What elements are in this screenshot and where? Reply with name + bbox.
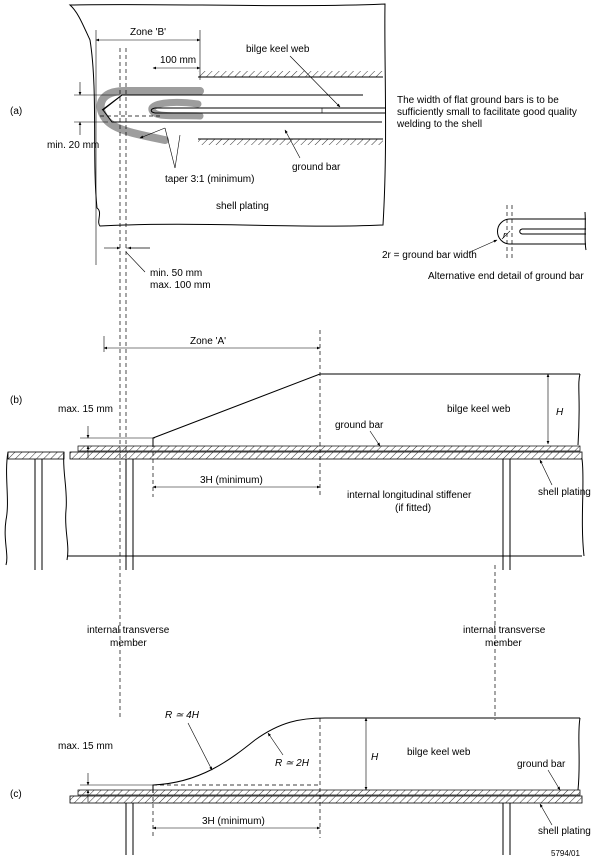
bilge-keel-web-label-a: bilge keel web	[246, 44, 310, 55]
bilge-keel-web-profile-b	[152, 373, 580, 447]
detail-b-label: (b)	[10, 395, 22, 406]
taper-label: taper 3:1 (minimum)	[165, 174, 254, 185]
detail-b: Zone 'A' bilge keel web H ground bar max…	[4, 300, 591, 720]
alt-r-label: r	[503, 230, 507, 240]
ground-bar-label-b: ground bar	[335, 420, 384, 431]
dim-3h-label-c: 3H (minimum)	[202, 816, 265, 827]
note-line-3: welding to the shell	[396, 119, 482, 130]
transverse-right-line-1: internal transverse	[463, 625, 546, 636]
bilge-keel-web-label-c: bilge keel web	[407, 747, 471, 758]
min-20mm-label: min. 20 mm	[47, 140, 99, 151]
zone-b-label: Zone 'B'	[130, 27, 166, 38]
shell-plating-b-left	[7, 451, 65, 460]
stiffener-line-2: (if fitted)	[395, 503, 431, 514]
detail-a: Zone 'B' 100 mm bilge keel web (a) min. …	[10, 3, 587, 300]
shell-plating-label-c: shell plating	[538, 826, 591, 837]
transverse-left-line-2: member	[110, 638, 147, 649]
note-line-1: The width of flat ground bars is to be	[397, 95, 559, 106]
shell-plating-b	[69, 451, 583, 460]
bilge-keel-web-label-b: bilge keel web	[447, 404, 511, 415]
ground-bar-label-c: ground bar	[517, 759, 566, 770]
alt-formula-label: 2r = ground bar width	[382, 250, 477, 261]
detail-a-frame	[68, 3, 387, 227]
detail-c-label: (c)	[10, 789, 22, 800]
h-label-c: H	[371, 752, 379, 763]
shell-plating-label-b: shell plating	[538, 487, 591, 498]
ground-bar-b	[77, 445, 581, 452]
shell-plating-label-a: shell plating	[216, 201, 269, 212]
ground-bar-c	[77, 789, 581, 796]
transverse-left-line-1: internal transverse	[87, 625, 170, 636]
min-50mm-label: min. 50 mm	[150, 268, 202, 279]
weld-outline-lower	[148, 98, 204, 120]
hatch-strip-bottom	[198, 139, 383, 145]
detail-a-label: (a)	[10, 106, 22, 117]
stiffener-line-1: internal longitudinal stiffener	[347, 490, 472, 501]
figure-id: 5794/01	[551, 849, 580, 858]
max-15mm-label-c: max. 15 mm	[58, 741, 113, 752]
note-line-2: sufficiently small to facilitate good qu…	[397, 107, 577, 118]
h-label-b: H	[556, 407, 564, 418]
alt-caption: Alternative end detail of ground bar	[428, 271, 584, 282]
weld-outline	[96, 87, 204, 144]
r-2h-label: R ≃ 2H	[275, 758, 310, 769]
alternative-end-detail: r 2r = ground bar width Alternative end …	[382, 205, 587, 282]
r-4h-label: R ≃ 4H	[165, 710, 200, 721]
ground-bar-label-a: ground bar	[292, 162, 341, 173]
max-15mm-label-b: max. 15 mm	[58, 404, 113, 415]
ground-bar-plan	[102, 94, 382, 123]
max-100mm-label: max. 100 mm	[150, 280, 211, 291]
bilge-keel-web-profile-c	[152, 717, 580, 793]
dim-3h-label-b: 3H (minimum)	[200, 475, 263, 486]
detail-c: R ≃ 4H R ≃ 2H H bilge keel web ground ba…	[10, 710, 591, 858]
transverse-right-line-2: member	[485, 638, 522, 649]
dim-100mm-label: 100 mm	[160, 55, 196, 66]
zone-a-label: Zone 'A'	[190, 336, 226, 347]
hatch-strip-top	[198, 71, 383, 77]
shell-plating-c	[69, 795, 583, 804]
